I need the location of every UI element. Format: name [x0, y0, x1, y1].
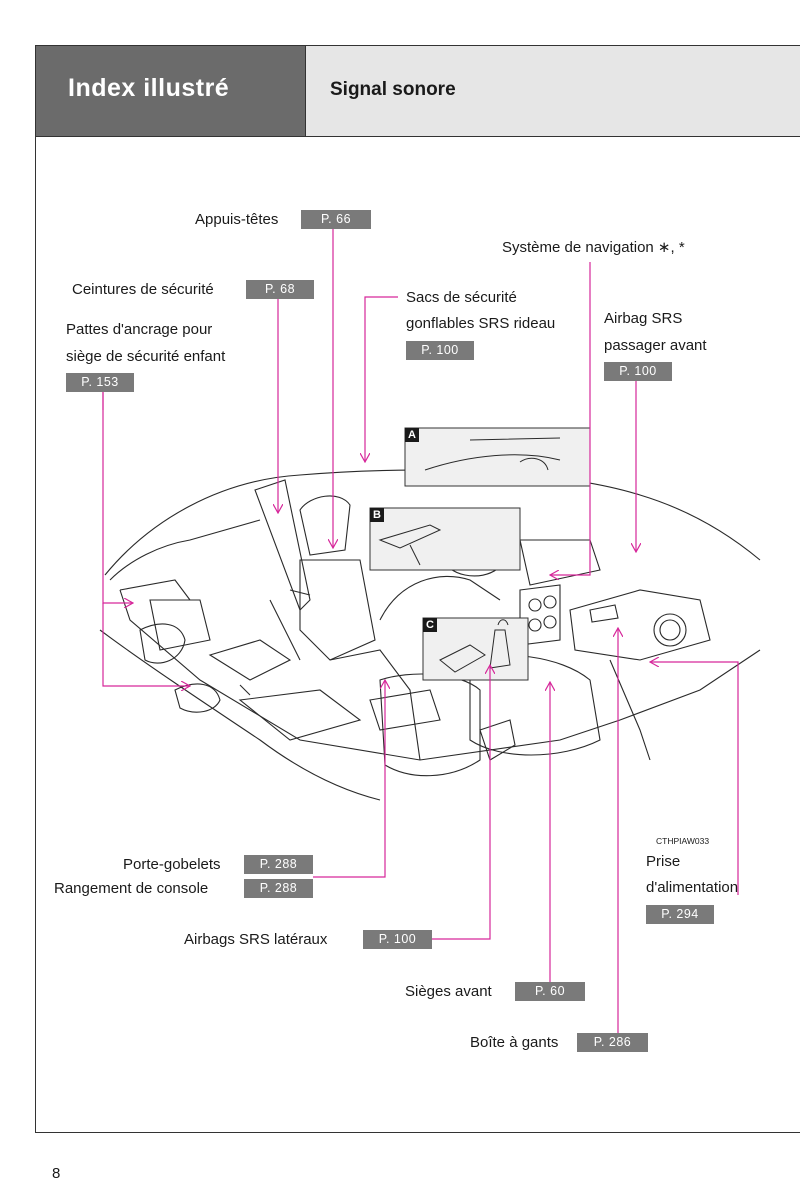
label-pattes-line2: siège de sécurité enfant	[66, 348, 226, 365]
page-title: Signal sonore	[330, 79, 456, 100]
label-navigation: Système de navigation ∗, *	[502, 239, 685, 256]
label-sieges-avant: Sièges avant	[405, 983, 492, 1000]
label-prise-line1: Prise	[646, 853, 681, 870]
label-sacs-line2: gonflables SRS rideau	[406, 315, 556, 332]
inset-boxes	[369, 427, 591, 681]
inset-b-label: B	[373, 509, 381, 521]
ref-airbags-lateraux[interactable]: P. 100	[363, 930, 432, 949]
inset-a-label: A	[408, 429, 416, 441]
ref-pattes[interactable]: P. 153	[66, 373, 134, 392]
ref-sieges-avant[interactable]: P. 60	[515, 982, 585, 1001]
ref-sacs[interactable]: P. 100	[406, 341, 474, 360]
label-rangement: Rangement de console	[54, 880, 209, 897]
label-sacs-line1: Sacs de sécurité	[406, 289, 517, 306]
page-number: 8	[52, 1165, 61, 1182]
label-airbag-line2: passager avant	[604, 337, 707, 354]
ref-rangement[interactable]: P. 288	[244, 879, 313, 898]
label-boite-gants: Boîte à gants	[470, 1034, 559, 1051]
label-pattes-line1: Pattes d'ancrage pour	[66, 321, 213, 338]
section-title: Index illustré	[68, 74, 230, 102]
ref-boite-gants[interactable]: P. 286	[577, 1033, 648, 1052]
page-header: Signal sonore	[306, 46, 800, 137]
label-ceintures: Ceintures de sécurité	[72, 281, 214, 298]
figure-code: CTHPIAW033	[656, 836, 710, 846]
label-prise-line2: d'alimentation	[646, 879, 739, 896]
header-divider	[36, 136, 800, 137]
ref-ceintures[interactable]: P. 68	[246, 280, 314, 299]
label-porte-gobelets: Porte-gobelets	[123, 856, 221, 873]
ref-prise[interactable]: P. 294	[646, 905, 714, 924]
section-tab: Index illustré	[36, 46, 306, 137]
label-airbags-lateraux: Airbags SRS latéraux	[184, 931, 328, 948]
inset-c-label: C	[426, 619, 434, 631]
page-frame	[35, 45, 800, 1133]
label-appuis-tetes: Appuis-têtes	[195, 211, 279, 228]
label-airbag-line1: Airbag SRS	[604, 310, 683, 327]
ref-porte-gobelets[interactable]: P. 288	[244, 855, 313, 874]
ref-appuis-tetes[interactable]: P. 66	[301, 210, 371, 229]
ref-airbag[interactable]: P. 100	[604, 362, 672, 381]
